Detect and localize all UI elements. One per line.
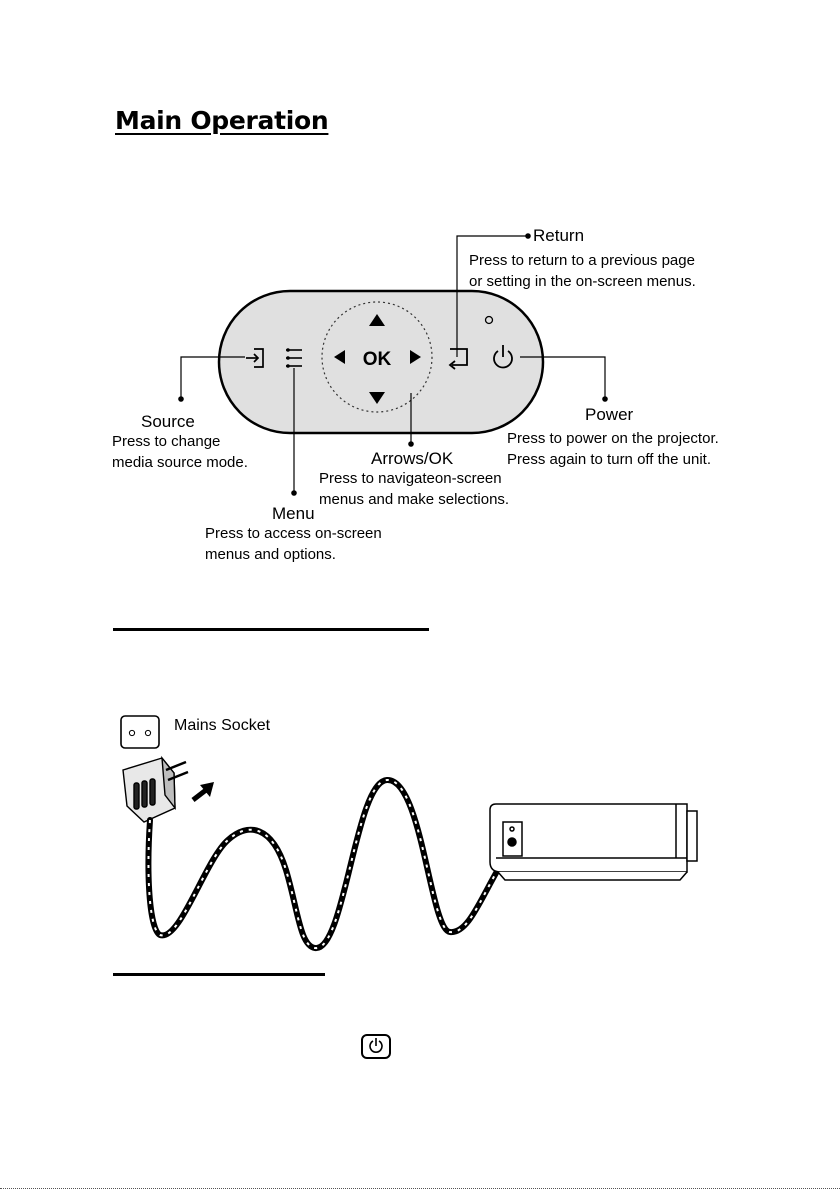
power-icon	[493, 345, 513, 369]
menu-description: Press to access on-screen menus and opti…	[205, 525, 382, 563]
return-icon	[448, 348, 468, 370]
arrow-right-icon	[410, 350, 421, 364]
mains-socket-label: Mains Socket	[174, 717, 271, 734]
menu-label: Menu	[272, 504, 315, 523]
power-description: Press to power on the projector. Press a…	[507, 430, 719, 468]
arrow-up-icon	[369, 314, 385, 326]
arrow-down-icon	[369, 392, 385, 404]
mains-socket-icon	[120, 715, 160, 749]
return-label: Return	[533, 226, 585, 245]
page-bottom-border	[0, 1188, 840, 1189]
source-label: Source	[141, 412, 195, 431]
ok-label: OK	[363, 349, 392, 370]
arrow-left-icon	[334, 350, 345, 364]
power-button-icon	[361, 1034, 391, 1059]
adapter-icon	[122, 755, 189, 823]
power-label: Power	[585, 405, 634, 424]
led-indicator	[484, 315, 494, 325]
plug-arrow-icon	[191, 782, 214, 802]
return-description: Press to return to a previous page or se…	[469, 252, 696, 290]
menu-icon	[286, 348, 302, 368]
power-cable	[145, 776, 513, 951]
arrows-ok-description: Press to navigateon-screen menus and mak…	[319, 470, 510, 508]
dpad-ring	[321, 301, 433, 413]
section-rule	[113, 628, 429, 631]
source-description: Press to change media source mode.	[112, 433, 248, 471]
projector-icon	[489, 803, 698, 881]
page-title: Main Operation	[115, 106, 329, 135]
section-rule	[113, 973, 325, 976]
control-panel	[217, 289, 545, 435]
arrows-ok-label: Arrows/OK	[371, 449, 454, 468]
source-icon	[246, 348, 264, 368]
